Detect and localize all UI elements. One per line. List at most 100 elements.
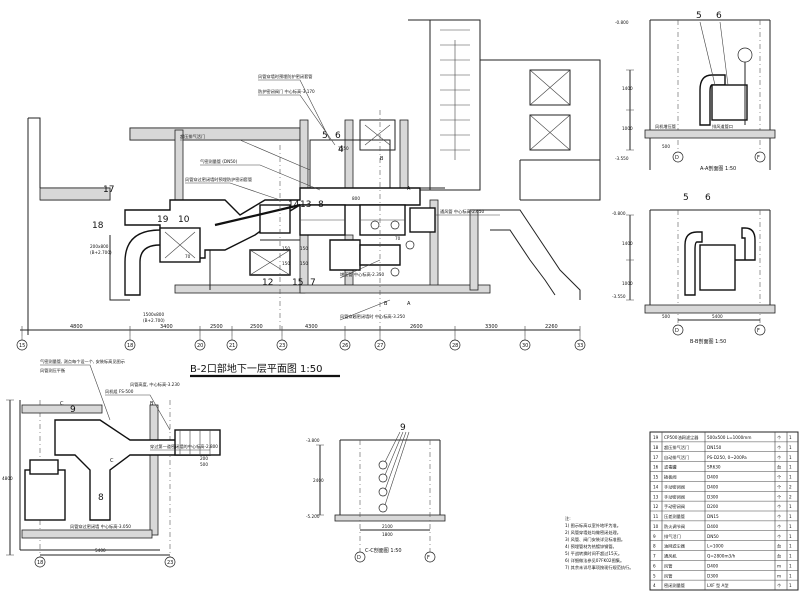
- annotation: 通风管 中心标高-2.650: [440, 208, 484, 215]
- legend-cell-qty: 1: [789, 465, 792, 470]
- annotation: 超压排气活门: [180, 133, 205, 140]
- legend-cell-no: 11: [653, 514, 659, 519]
- bb-axis: D: [675, 328, 679, 334]
- axis-label: 28: [452, 343, 458, 349]
- legend-cell-qty: 1: [789, 514, 792, 519]
- legend-cell-unit: 个: [777, 524, 782, 529]
- legend-cell-qty: 1: [789, 435, 792, 440]
- part-number: 17: [103, 185, 114, 195]
- axis-label: 33: [577, 343, 583, 349]
- legend-cell-qty: 1: [789, 573, 792, 578]
- note-line: 3) 风管、阀门安装详见标准图。: [565, 536, 625, 543]
- lower-axis: 23: [167, 560, 173, 566]
- part-number: 6: [335, 131, 341, 141]
- legend-cell-no: 17: [653, 455, 659, 460]
- grid-dim-5: 4300: [305, 324, 318, 330]
- section-cc: [316, 431, 446, 563]
- legend-cell-unit: 台: [777, 464, 781, 471]
- legend-cell-name: 超压排气活门: [664, 444, 689, 451]
- axis-label: 26: [342, 343, 348, 349]
- legend-cell-no: 8: [653, 544, 656, 549]
- legend-cell-name: 通风机: [664, 553, 677, 560]
- annotation: 风管穿过密闭墙时预埋防护密闭套管: [185, 176, 252, 183]
- notes-heading: 注:: [565, 515, 571, 522]
- lower-dim: 4800: [2, 476, 13, 481]
- legend-cell-spec: D200: [707, 504, 719, 509]
- axis-label: 23: [279, 343, 285, 349]
- axis-label: 15: [19, 343, 25, 349]
- legend-cell-name: 手动密闭阀: [664, 493, 685, 500]
- lower-item: B: [150, 401, 154, 407]
- legend-cell-no: 9: [653, 534, 656, 539]
- legend-cell-spec: D300: [707, 494, 719, 499]
- cc-level: -3.800: [306, 438, 320, 443]
- side-dim: 200x800: [90, 244, 109, 249]
- legend-cell-spec: LXF 型 A型: [707, 582, 729, 588]
- part-number: 7: [310, 278, 316, 288]
- legend-cell-name: 风管: [664, 572, 672, 579]
- lower-item: 9: [70, 405, 76, 415]
- legend-cell-qty: 1: [789, 475, 792, 480]
- legend-cell-no: 15: [653, 475, 659, 480]
- aa-item: 6: [716, 11, 722, 21]
- annotation: 风管穿越密闭墙时 中心标高-3.250: [340, 313, 405, 320]
- lower-item: C: [60, 401, 64, 407]
- legend-cell-name: 风管: [664, 562, 672, 569]
- legend-cell-qty: 1: [789, 583, 792, 588]
- grid-dim-8: 2260: [545, 324, 558, 330]
- legend-cell-no: 12: [653, 504, 659, 509]
- legend-cell-name: 油网滤尘器: [664, 543, 686, 550]
- legend-cell-spec: Q=2800m3/h: [707, 554, 736, 559]
- aa-dim: 1400: [622, 86, 633, 91]
- legend-cell-qty: 1: [789, 534, 792, 539]
- cc-dim: 1800: [382, 532, 393, 537]
- part-number: 15: [292, 278, 303, 288]
- legend-cell-name: 手动密闭阀: [664, 483, 685, 490]
- cc-item: 9: [400, 423, 406, 433]
- axis-label: 27: [377, 343, 383, 349]
- main-plan-duct: [109, 187, 445, 301]
- note-line: 5) 平战转换时间不超过15天。: [565, 550, 622, 557]
- bb-level: -0.800: [612, 211, 626, 216]
- part-number: 14: [288, 200, 300, 210]
- legend-cell-no: 5: [653, 573, 656, 578]
- legend-cell-name: 插板阀: [664, 474, 677, 481]
- lower-annotation: 穿过第一道密闭墙的中心标高-2.800: [150, 443, 218, 450]
- lower-item: 8: [98, 493, 104, 503]
- bb-dim: 1000: [622, 281, 633, 286]
- bb-item: 5: [683, 193, 689, 203]
- section-mark-b: B: [380, 156, 384, 162]
- bb-axis: F: [757, 328, 760, 334]
- bb-level: -3.550: [612, 294, 626, 299]
- axis-label: 21: [229, 343, 235, 349]
- legend-cell-no: 6: [653, 563, 656, 568]
- note-line: 6) 详细做法参见07FK02图集。: [565, 557, 624, 564]
- small-dim: 150: [282, 261, 290, 266]
- legend-cell-spec: DN15: [707, 514, 719, 519]
- lower-dim: 5400: [95, 548, 106, 553]
- aa-level: -3.550: [615, 156, 629, 161]
- legend-cell-qty: 1: [789, 504, 792, 509]
- legend-cell-spec: D400: [707, 524, 719, 529]
- section-mark-a: A: [407, 301, 411, 307]
- section-aa: [626, 19, 776, 170]
- legend-cell-name: 压差测量管: [664, 513, 685, 520]
- lower-dim: 500: [200, 462, 208, 467]
- legend-cell-spec: SR630: [707, 465, 721, 470]
- legend-cell-no: 18: [653, 445, 659, 450]
- legend-cell-spec: D300: [707, 573, 719, 578]
- annotation: 气密测量管 (DN50): [200, 158, 238, 165]
- legend-cell-no: 16: [653, 465, 659, 470]
- grid-dim-4: 2500: [250, 324, 263, 330]
- part-number: 18: [92, 221, 104, 231]
- axis-label: 18: [127, 343, 133, 349]
- small-dim: 70: [185, 254, 191, 259]
- legend-cell-no: 10: [653, 524, 659, 529]
- bb-dim: 500: [662, 314, 670, 319]
- legend-cell-unit: 个: [777, 514, 782, 519]
- legend-cell-spec: PS-D250, 0~200Pa: [707, 455, 747, 460]
- aa-dim: 1000: [622, 126, 633, 131]
- legend-cell-unit: 个: [777, 475, 782, 480]
- bb-dim: 1400: [622, 241, 633, 246]
